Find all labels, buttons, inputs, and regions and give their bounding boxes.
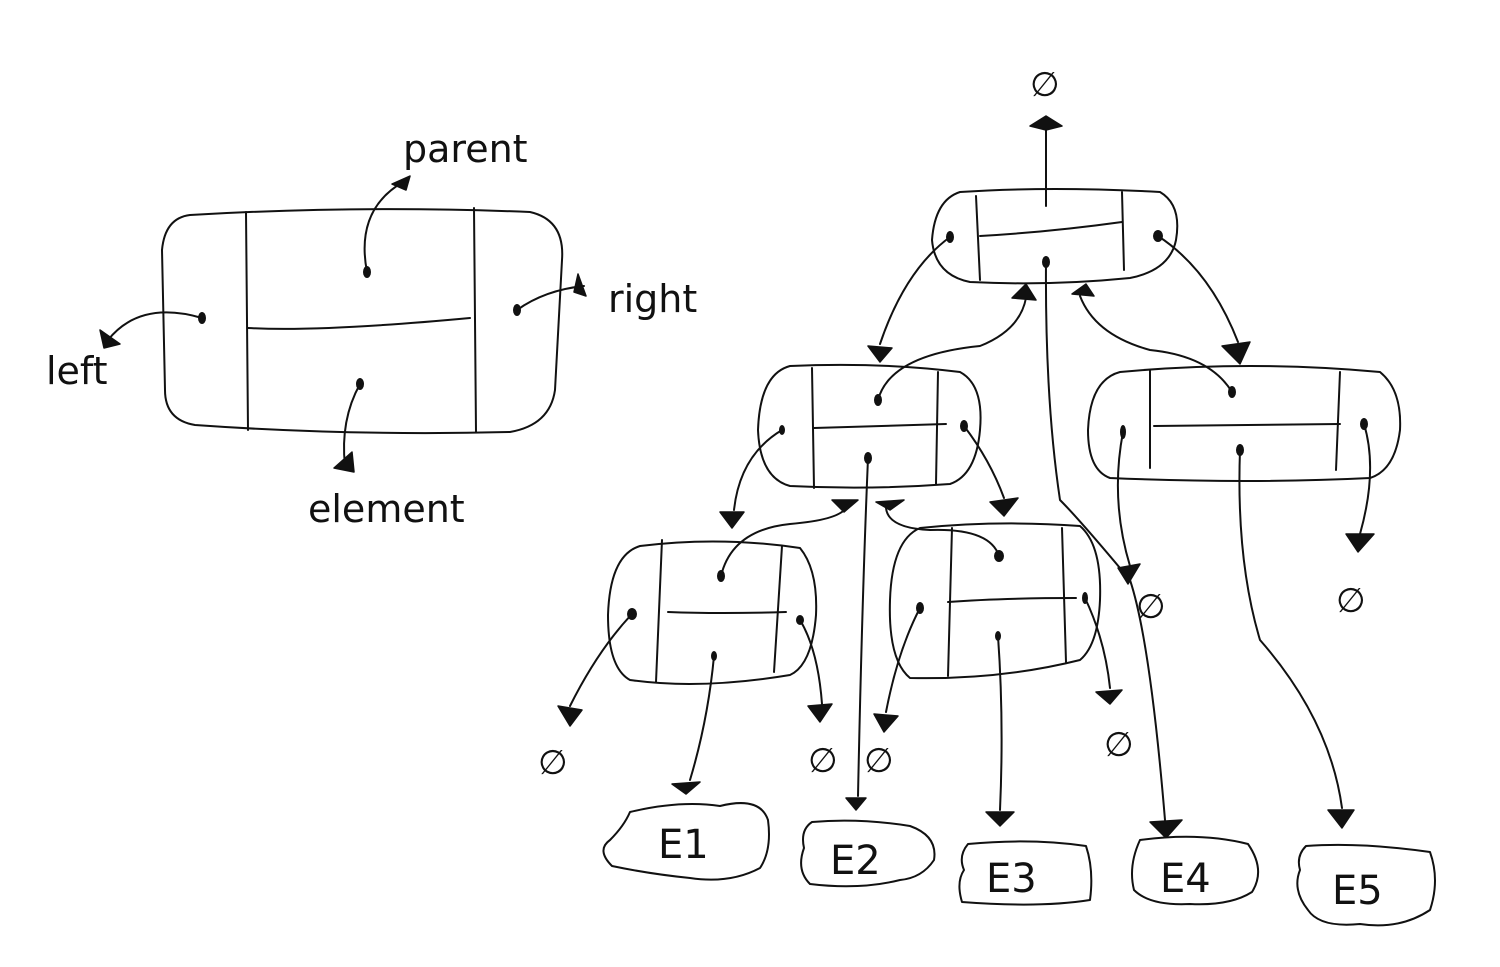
root-element-arrowhead [1149,819,1183,839]
root-divider-right [1121,191,1125,271]
element-e4: E4 [1131,835,1259,906]
root-parent-arrowhead [1029,115,1063,131]
legend-left-arrow [107,311,203,341]
l2left-parent-arrow [877,297,1027,401]
element-e1-label: E1 [658,822,709,868]
l3left-right-null-arrowhead [807,703,833,723]
root-node-outline [931,188,1179,285]
l2right-divider-right [1335,371,1341,471]
l3left-divider-left [655,539,663,683]
legend-parent-arrowhead [391,175,411,191]
l2right-left-null: ∅ [1136,587,1166,627]
legend-parent-arrow [363,181,404,273]
l2right-element-arrowhead [1327,809,1355,829]
l3right-left-null-arrowhead [873,713,899,733]
legend-element-arrowhead [333,451,355,473]
tree-node-root [931,115,1179,285]
l3right-left-null: ∅ [864,741,894,781]
l3left-left-null-arrowhead [557,705,583,727]
l2right-right-null-arrowhead [1345,533,1375,553]
l2right-right-null: ∅ [1336,581,1366,621]
l2right-left-null-arrow [1116,431,1131,567]
root-parent-null: ∅ [1030,65,1060,105]
l3right-right-null: ∅ [1104,725,1134,765]
legend-element-arrow [343,383,361,467]
root-left-child-arrowhead [867,345,893,363]
element-e1: E1 [602,802,770,881]
tree-node-level3-left [607,539,818,685]
l3left-divider-right [773,545,783,673]
l3right-left-null-arrow [885,607,921,713]
element-e5-label: E5 [1332,868,1383,914]
l2left-divider-right [935,371,939,485]
root-right-child-arrowhead [1221,341,1251,365]
root-right-child-arrow [1157,235,1239,343]
l3right-element-arrow [997,635,1003,811]
l2right-parent-arrowhead [1071,283,1095,297]
l3right-right-null-arrow [1084,597,1111,689]
element-e1-blob [602,802,770,881]
l3left-left-null-arrow [569,613,633,707]
legend-right-arrowhead [573,273,587,297]
l2left-element-arrow [857,457,869,797]
legend-node: parent left right element [46,127,697,531]
l3left-parent-arrow [720,507,847,577]
l2right-element-arrow [1238,449,1343,809]
root-left-child-arrow [879,236,951,345]
l3left-parent-arrowhead [831,499,859,513]
legend-divider-right [473,207,477,433]
l2left-divider-middle [813,423,947,429]
l3right-divider-middle [947,597,1077,603]
element-e4-label: E4 [1160,856,1211,902]
element-e5: E5 [1296,843,1436,927]
l3right-divider-right [1061,527,1067,663]
element-e2-blob [800,819,936,888]
l2right-parent-arrow [1079,295,1233,393]
element-e4-blob [1131,835,1259,906]
element-e5-blob [1296,843,1436,927]
legend-node-outline [161,208,564,435]
element-e2-label: E2 [830,838,881,884]
legend-left-label: left [46,349,108,393]
l3left-right-null-arrow [799,619,823,705]
l3left-element-arrow [689,655,715,781]
root-divider-middle [979,221,1123,237]
legend-element-label: element [308,487,465,531]
l3left-right-null: ∅ [808,741,838,781]
l3left-divider-middle [667,611,787,614]
root-divider-left [975,195,981,281]
l2left-left-child-arrowhead [719,511,745,529]
l2right-left-null-arrowhead [1117,563,1141,585]
l2left-right-child-arrowhead [989,497,1019,517]
l3right-right-null-arrowhead [1095,689,1123,705]
l3right-parent-arrowhead [875,499,905,511]
legend-left-arrowhead [99,329,121,349]
element-e3: E3 [958,840,1093,906]
root-element-arrow [1044,261,1166,821]
l3left-left-null: ∅ [538,743,568,783]
legend-divider-left [245,211,249,431]
l2left-node-outline [757,363,982,489]
element-e3-label: E3 [986,856,1037,902]
l2right-node-outline [1087,365,1402,482]
l2right-right-null-arrow [1359,423,1372,535]
tree-pointer-arrows [557,235,1375,839]
legend-divider-middle [247,317,471,330]
l3right-parent-arrow [885,507,1000,557]
legend-right-label: right [608,277,697,321]
l2left-right-child-arrow [963,425,1005,499]
element-e2: E2 [800,819,936,888]
l3right-node-outline [888,522,1102,680]
l2right-divider-middle [1153,423,1341,427]
l3left-element-arrowhead [671,781,701,795]
l2left-element-arrowhead [845,797,867,811]
l3right-element-arrowhead [985,811,1015,827]
element-e3-blob [958,840,1093,906]
l2left-parent-arrowhead [1011,283,1037,301]
tree-node-level2-right [1087,365,1402,482]
legend-parent-label: parent [403,127,528,171]
l2left-left-child-arrow [733,429,783,511]
tree-node-level2-left [757,363,982,489]
